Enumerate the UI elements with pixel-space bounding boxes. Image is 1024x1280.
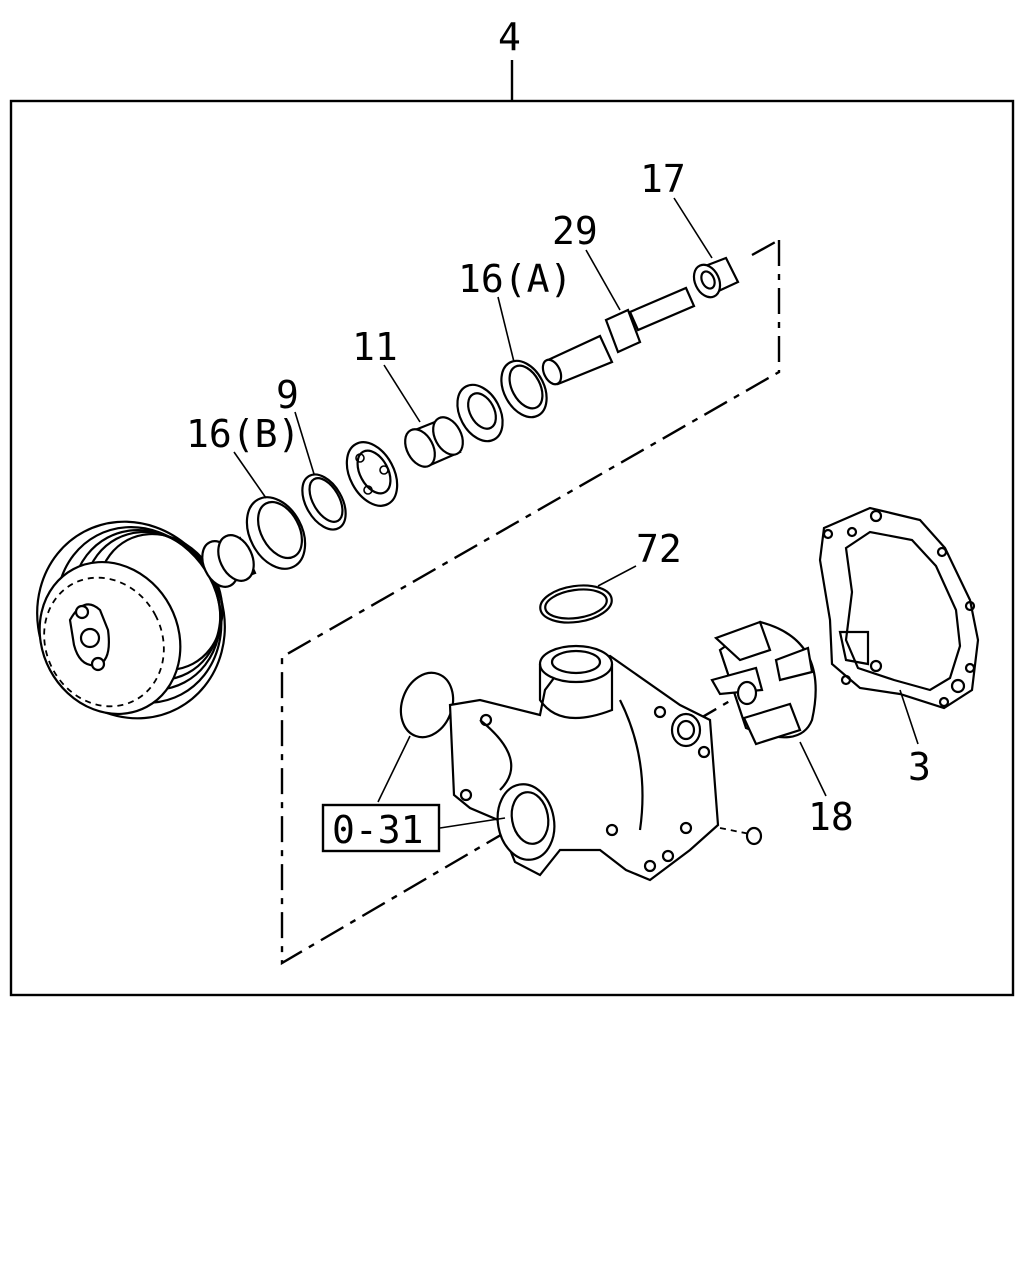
snap-ring-9 xyxy=(301,473,347,531)
ball-bearing xyxy=(345,441,399,507)
callout-16a: 16(A) xyxy=(458,257,572,301)
drain-plug xyxy=(719,826,763,846)
callout-29: 29 xyxy=(552,209,598,253)
reference-box xyxy=(321,803,441,853)
assembly-number-label: 4 xyxy=(498,15,521,59)
spacer-11 xyxy=(404,416,464,468)
bearing xyxy=(456,383,504,443)
shaft-29 xyxy=(541,286,696,386)
callout-17: 17 xyxy=(640,157,686,201)
callout-16b: 16(B) xyxy=(186,412,300,456)
sleeve-16b xyxy=(201,534,257,588)
callout-11: 11 xyxy=(352,325,398,369)
bearing-16b xyxy=(245,496,307,570)
callout-72: 72 xyxy=(636,527,682,571)
pump-housing xyxy=(448,644,720,882)
callout-0-31: 0-31 xyxy=(332,808,424,852)
callout-3: 3 xyxy=(908,745,931,789)
axis-tick xyxy=(751,238,780,257)
o-ring-72 xyxy=(539,584,613,624)
impeller-18 xyxy=(710,620,817,746)
seal-17 xyxy=(692,256,740,299)
pulley xyxy=(36,520,226,720)
explode-axis-outline xyxy=(280,240,781,966)
bearing-16a xyxy=(500,359,548,419)
callout-9: 9 xyxy=(276,373,299,417)
gasket-3 xyxy=(818,506,980,710)
callout-18: 18 xyxy=(808,795,854,839)
